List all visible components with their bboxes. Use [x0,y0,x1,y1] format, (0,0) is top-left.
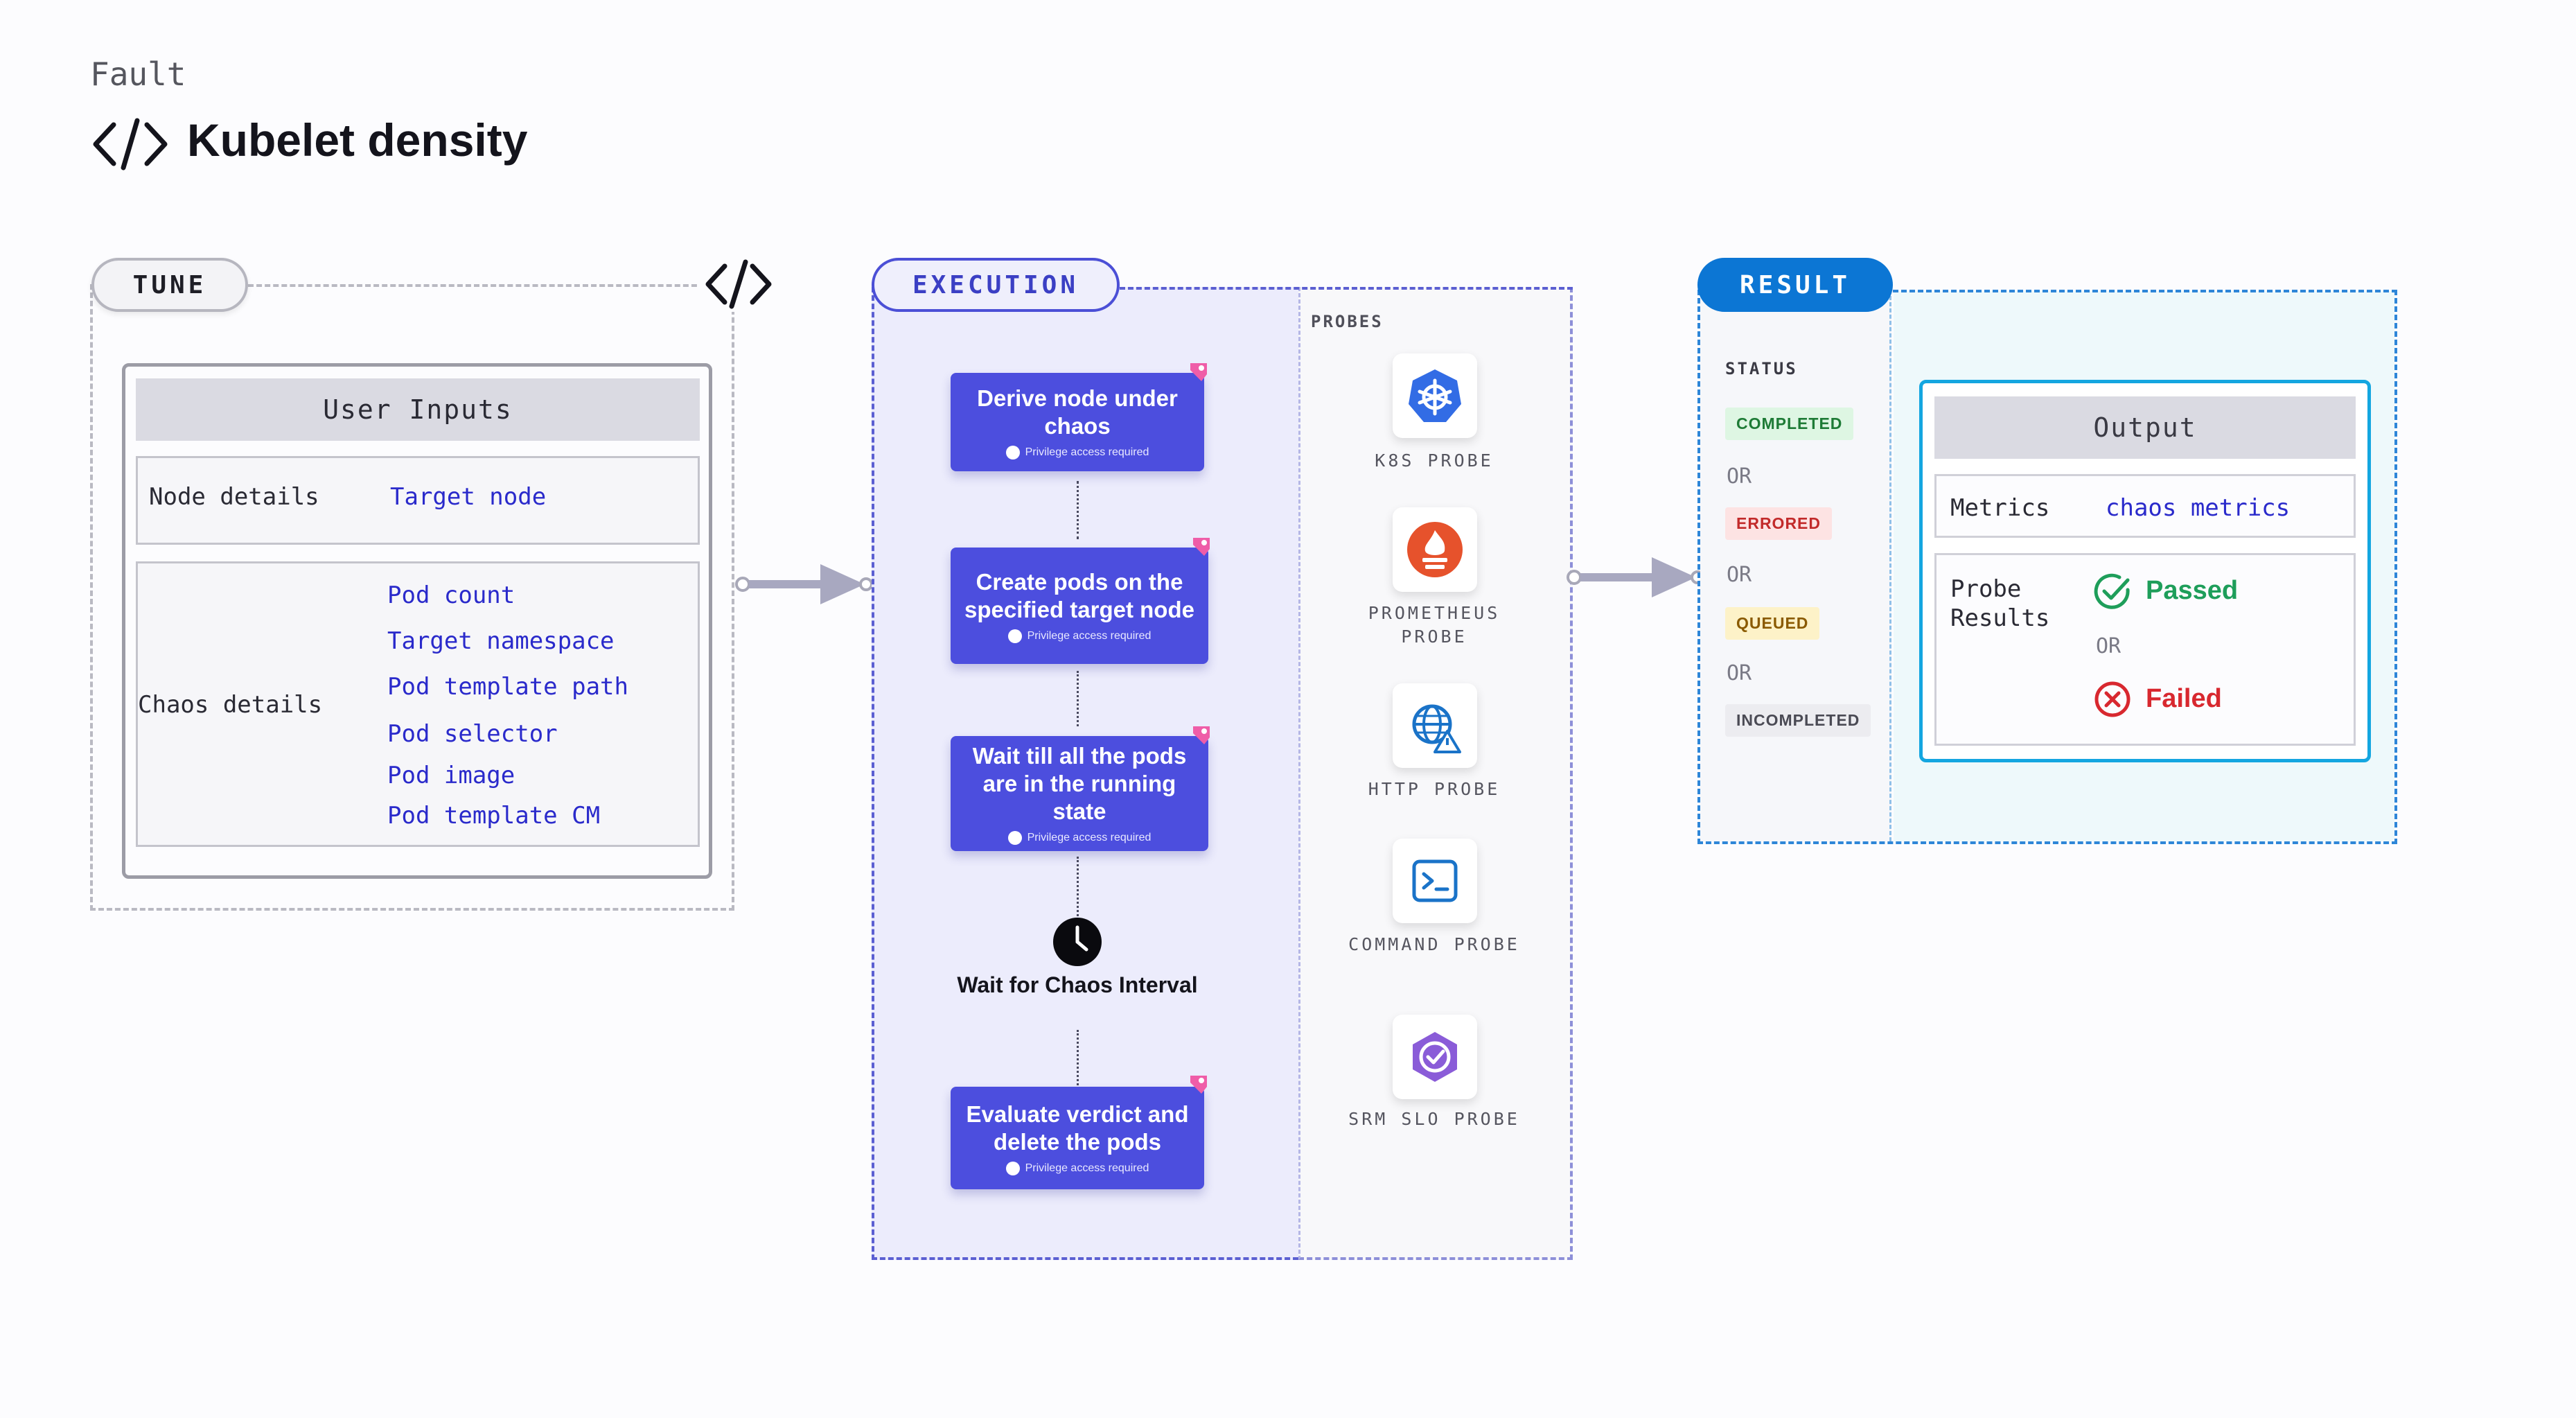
lock-icon [1007,629,1022,643]
clock-icon [1053,918,1102,966]
output-title: Output [1934,396,2356,459]
probe-results-label: Probe Results [1950,575,2050,632]
chaos-tag-icon [1193,726,1210,744]
command-probe-card [1393,839,1477,923]
step-title: Wait till all the pods are in the runnin… [972,743,1187,824]
result-container [1697,290,2397,844]
srm-slo-probe-label: SRM SLO PROBE [1348,1109,1520,1129]
tune-stage-pill: TUNE [91,258,248,312]
flow-arrow [735,564,873,604]
status-badge-errored: ERRORED [1725,507,1833,540]
metrics-label: Metrics [1950,494,2050,522]
step-title: Derive node under chaos [977,385,1178,439]
execution-step: Derive node under chaos Privilege access… [951,373,1204,471]
chaos-tag-icon [1190,1076,1207,1094]
privilege-note: Privilege access required [1027,630,1152,642]
command-probe-label: COMMAND PROBE [1348,934,1520,954]
privilege-note: Privilege access required [1025,446,1149,458]
probes-label: PROBES [1311,312,1384,331]
chaos-detail-item: Pod count [387,581,515,609]
result-border-top [1893,290,2397,292]
flow-connector [1077,481,1079,539]
http-probe-label: HTTP PROBE [1368,779,1501,799]
metrics-row: Metrics chaos metrics [1934,474,2356,538]
chaos-details-row: Chaos details Pod count Target namespace… [136,561,700,847]
chaos-details-label: Chaos details [138,691,323,719]
chaos-tag-icon [1193,538,1210,556]
flow-connector [1077,671,1079,726]
lock-icon [1005,446,1020,459]
execution-border-top [1120,287,1573,290]
code-icon [700,256,776,312]
chaos-detail-item: Pod template path [387,673,628,701]
chaos-detail-item: Pod image [387,762,515,789]
k8s-probe-card [1393,353,1477,438]
or-separator: OR [2096,634,2121,658]
passed-label: Passed [2146,576,2239,605]
status-column [1700,290,1891,841]
execution-stage-pill: EXECUTION [872,258,1120,312]
lock-icon [1005,1162,1020,1175]
execution-step: Wait till all the pods are in the runnin… [951,736,1208,851]
srm-slo-icon [1413,1032,1457,1082]
privilege-note: Privilege access required [1025,1162,1149,1174]
step-title: Evaluate verdict and delete the pods [966,1101,1189,1155]
k8s-probe-label: K8S PROBE [1375,450,1494,471]
probe-results-row: Probe Results Passed OR Failed [1934,553,2356,746]
chaos-tag-icon [1190,363,1207,381]
http-probe-card [1393,683,1477,768]
lock-icon [1007,831,1022,845]
step-title: Create pods on the specified target node [964,569,1194,622]
chaos-detail-item: Pod template CM [387,802,601,830]
or-separator: OR [1727,661,1752,685]
user-inputs-title: User Inputs [136,378,700,441]
flow-connector [1077,1030,1079,1085]
failed-x-icon [2094,681,2131,717]
http-globe-icon [1412,704,1461,753]
metrics-value: chaos metrics [2106,494,2291,522]
node-details-label: Node details [149,483,319,511]
terminal-icon [1412,859,1458,902]
execution-step: Create pods on the specified target node… [951,548,1208,664]
passed-check-icon [2094,573,2130,609]
execution-step: Evaluate verdict and delete the pods Pri… [951,1087,1204,1189]
result-stage-pill: RESULT [1697,258,1893,312]
flow-arrow [1567,557,1704,597]
prometheus-probe-label: PROMETHEUS PROBE [1368,603,1501,647]
status-badge-incompleted: INCOMPLETED [1725,704,1871,737]
prometheus-probe-card [1393,507,1477,592]
target-node-value: Target node [390,483,547,511]
srm-slo-probe-card [1393,1015,1477,1099]
status-label: STATUS [1725,359,1798,378]
or-separator: OR [1727,464,1752,489]
privilege-note: Privilege access required [1027,832,1152,843]
or-separator: OR [1727,563,1752,587]
code-icon [93,118,168,170]
kubernetes-icon [1409,369,1461,422]
prometheus-icon [1407,522,1463,577]
failed-label: Failed [2146,684,2222,713]
tune-border-top [248,284,705,287]
fault-kicker: Fault [90,55,186,93]
tune-container [90,284,734,911]
status-badge-completed: COMPLETED [1725,408,1854,440]
page-title: Kubelet density [187,114,528,166]
status-badge-queued: QUEUED [1725,607,1820,640]
chaos-detail-item: Target namespace [387,627,615,655]
flow-connector [1077,857,1079,916]
node-details-row: Node details Target node [136,456,700,545]
chaos-detail-item: Pod selector [387,720,558,748]
wait-for-chaos-interval: Wait for Chaos Interval [957,972,1198,997]
